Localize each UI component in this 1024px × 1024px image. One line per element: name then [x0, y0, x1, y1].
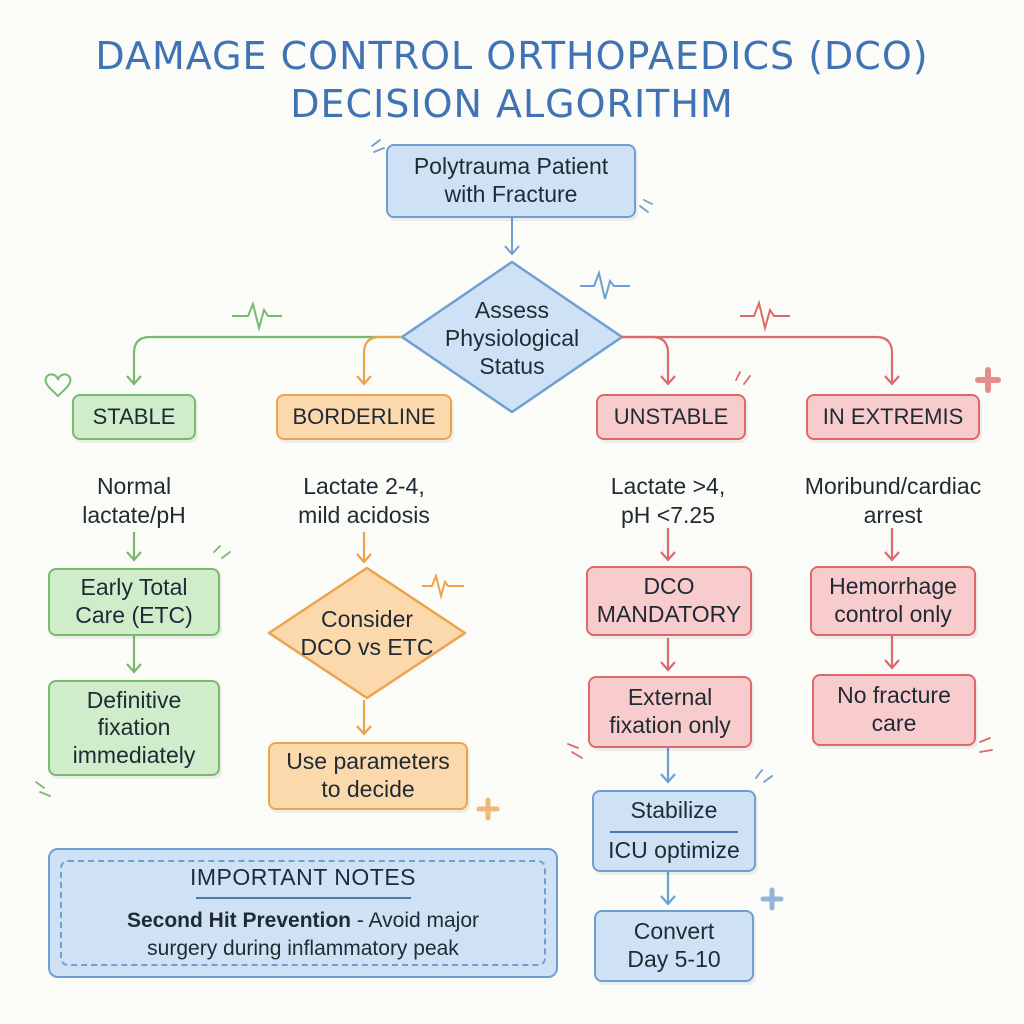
extremis-step-hemorrhage-line1: Hemorrhage — [829, 573, 957, 600]
assess-node: Assess Physiological Status — [412, 292, 612, 384]
stable-step-fixation-line1: Definitive — [86, 686, 182, 713]
unstable-criteria-line2: pH <7.25 — [621, 501, 715, 528]
unstable-step-convert-line1: Convert — [633, 918, 715, 945]
branch-stable — [126, 335, 402, 674]
start-node-line2: with Fracture — [444, 181, 578, 207]
extremis-step-nofracture-line2: care — [871, 710, 917, 736]
plus-icon — [760, 887, 784, 911]
stable-status-label: STABLE — [92, 403, 176, 429]
pulse-icon — [740, 299, 790, 332]
unstable-step-stabilize-line1: Stabilize — [630, 797, 718, 824]
borderline-decision: Consider DCO vs ETC — [287, 600, 447, 666]
consider-diamond — [267, 566, 467, 700]
unstable-step-dco: DCO MANDATORY — [586, 566, 752, 636]
extremis-criteria-line2: arrest — [863, 501, 923, 528]
unstable-step-stabilize: Stabilize ICU optimize — [592, 790, 756, 872]
stable-criteria-line1: Normal — [96, 473, 172, 499]
start-node: Polytrauma Patient with Fracture — [386, 144, 636, 218]
borderline-step-line2: to decide — [321, 776, 415, 802]
important-notes-title: IMPORTANT NOTES — [189, 864, 417, 891]
assess-line3: Status — [479, 353, 545, 380]
extremis-step-nofracture-line1: No fracture — [837, 682, 951, 709]
important-notes-inner: IMPORTANT NOTES Second Hit Prevention - … — [60, 860, 546, 966]
borderline-criteria: Lactate 2-4, mild acidosis — [264, 472, 464, 530]
unstable-status-label: UNSTABLE — [613, 403, 729, 429]
sparkle-icon — [567, 371, 993, 759]
stable-step-etc: Early Total Care (ETC) — [48, 568, 220, 636]
extremis-step-hemorrhage: Hemorrhage control only — [810, 566, 976, 636]
stable-step-etc-line1: Early Total — [80, 574, 188, 601]
start-node-line1: Polytrauma Patient — [413, 153, 609, 180]
stable-step-fixation-line3: immediately — [72, 741, 196, 768]
stable-criteria: Normal lactate/pH — [44, 472, 224, 530]
assess-line1: Assess — [474, 296, 550, 323]
borderline-criteria-line2: mild acidosis — [298, 501, 430, 528]
stable-step-etc-line2: Care (ETC) — [75, 602, 193, 628]
extremis-criteria-line1: Moribund/cardiac — [804, 473, 982, 499]
important-notes-text2: surgery during inflammatory peak — [147, 936, 459, 960]
plus-icon — [476, 797, 500, 821]
branch-borderline — [356, 335, 402, 736]
assess-line2: Physiological — [444, 324, 580, 351]
sparkle-icon — [371, 139, 653, 213]
arrow-start-to-assess — [504, 218, 520, 256]
important-notes-underline — [195, 897, 411, 900]
borderline-decision-line1: Consider — [320, 605, 414, 632]
borderline-status-label: BORDERLINE — [292, 403, 436, 429]
assess-diamond — [400, 260, 624, 414]
unstable-step-convert-line2: Day 5-10 — [627, 946, 721, 972]
borderline-step-parameters: Use parameters to decide — [268, 742, 468, 810]
sparkle-icon — [755, 769, 773, 783]
stable-criteria-line2: lactate/pH — [82, 501, 186, 528]
pulse-icon — [422, 572, 464, 600]
unstable-step-dco-line1: DCO — [643, 573, 695, 600]
extremis-step-hemorrhage-line2: control only — [834, 601, 952, 627]
extremis-status-badge: IN EXTREMIS — [806, 394, 980, 440]
important-notes-text1: - Avoid major — [351, 909, 480, 933]
borderline-step-line1: Use parameters — [286, 748, 450, 775]
page-title-line2: DECISION ALGORITHM — [290, 82, 734, 126]
borderline-criteria-line1: Lactate 2-4, — [303, 473, 425, 499]
unstable-step-exfix-line2: fixation only — [609, 712, 731, 738]
extremis-status-label: IN EXTREMIS — [822, 403, 964, 429]
extremis-step-nofracture: No fracture care — [812, 674, 976, 746]
plus-icon — [975, 367, 1001, 393]
heart-icon — [44, 373, 72, 398]
unstable-criteria-line1: Lactate >4, — [610, 473, 726, 499]
sparkle-icon — [35, 545, 231, 797]
page-title-line1: DAMAGE CONTROL ORTHOPAEDICS (DCO) — [95, 34, 929, 78]
branch-unstable-lower — [660, 748, 676, 906]
unstable-step-exfix-line1: External — [627, 684, 713, 711]
borderline-decision-line2: DCO vs ETC — [300, 634, 434, 660]
branch-extremis — [622, 335, 900, 670]
stable-step-fixation-line2: fixation — [97, 714, 171, 741]
unstable-step-exfix: External fixation only — [588, 676, 752, 748]
unstable-step-convert: Convert Day 5-10 — [594, 910, 754, 982]
pulse-icon — [580, 269, 630, 300]
unstable-step-stabilize-line2: ICU optimize — [608, 837, 740, 863]
extremis-criteria: Moribund/cardiac arrest — [786, 472, 1000, 530]
important-notes-panel: IMPORTANT NOTES Second Hit Prevention - … — [48, 848, 558, 978]
important-notes-bold: Second Hit Prevention — [126, 909, 352, 933]
borderline-status-badge: BORDERLINE — [276, 394, 452, 440]
stable-status-badge: STABLE — [72, 394, 196, 440]
unstable-criteria: Lactate >4, pH <7.25 — [578, 472, 758, 530]
stable-step-fixation: Definitive fixation immediately — [48, 680, 220, 776]
important-notes-body: Second Hit Prevention - Avoid major surg… — [127, 907, 479, 962]
unstable-step-dco-line2: MANDATORY — [596, 601, 742, 627]
pulse-icon — [232, 300, 282, 332]
stabilize-divider — [610, 831, 738, 833]
unstable-status-badge: UNSTABLE — [596, 394, 746, 440]
